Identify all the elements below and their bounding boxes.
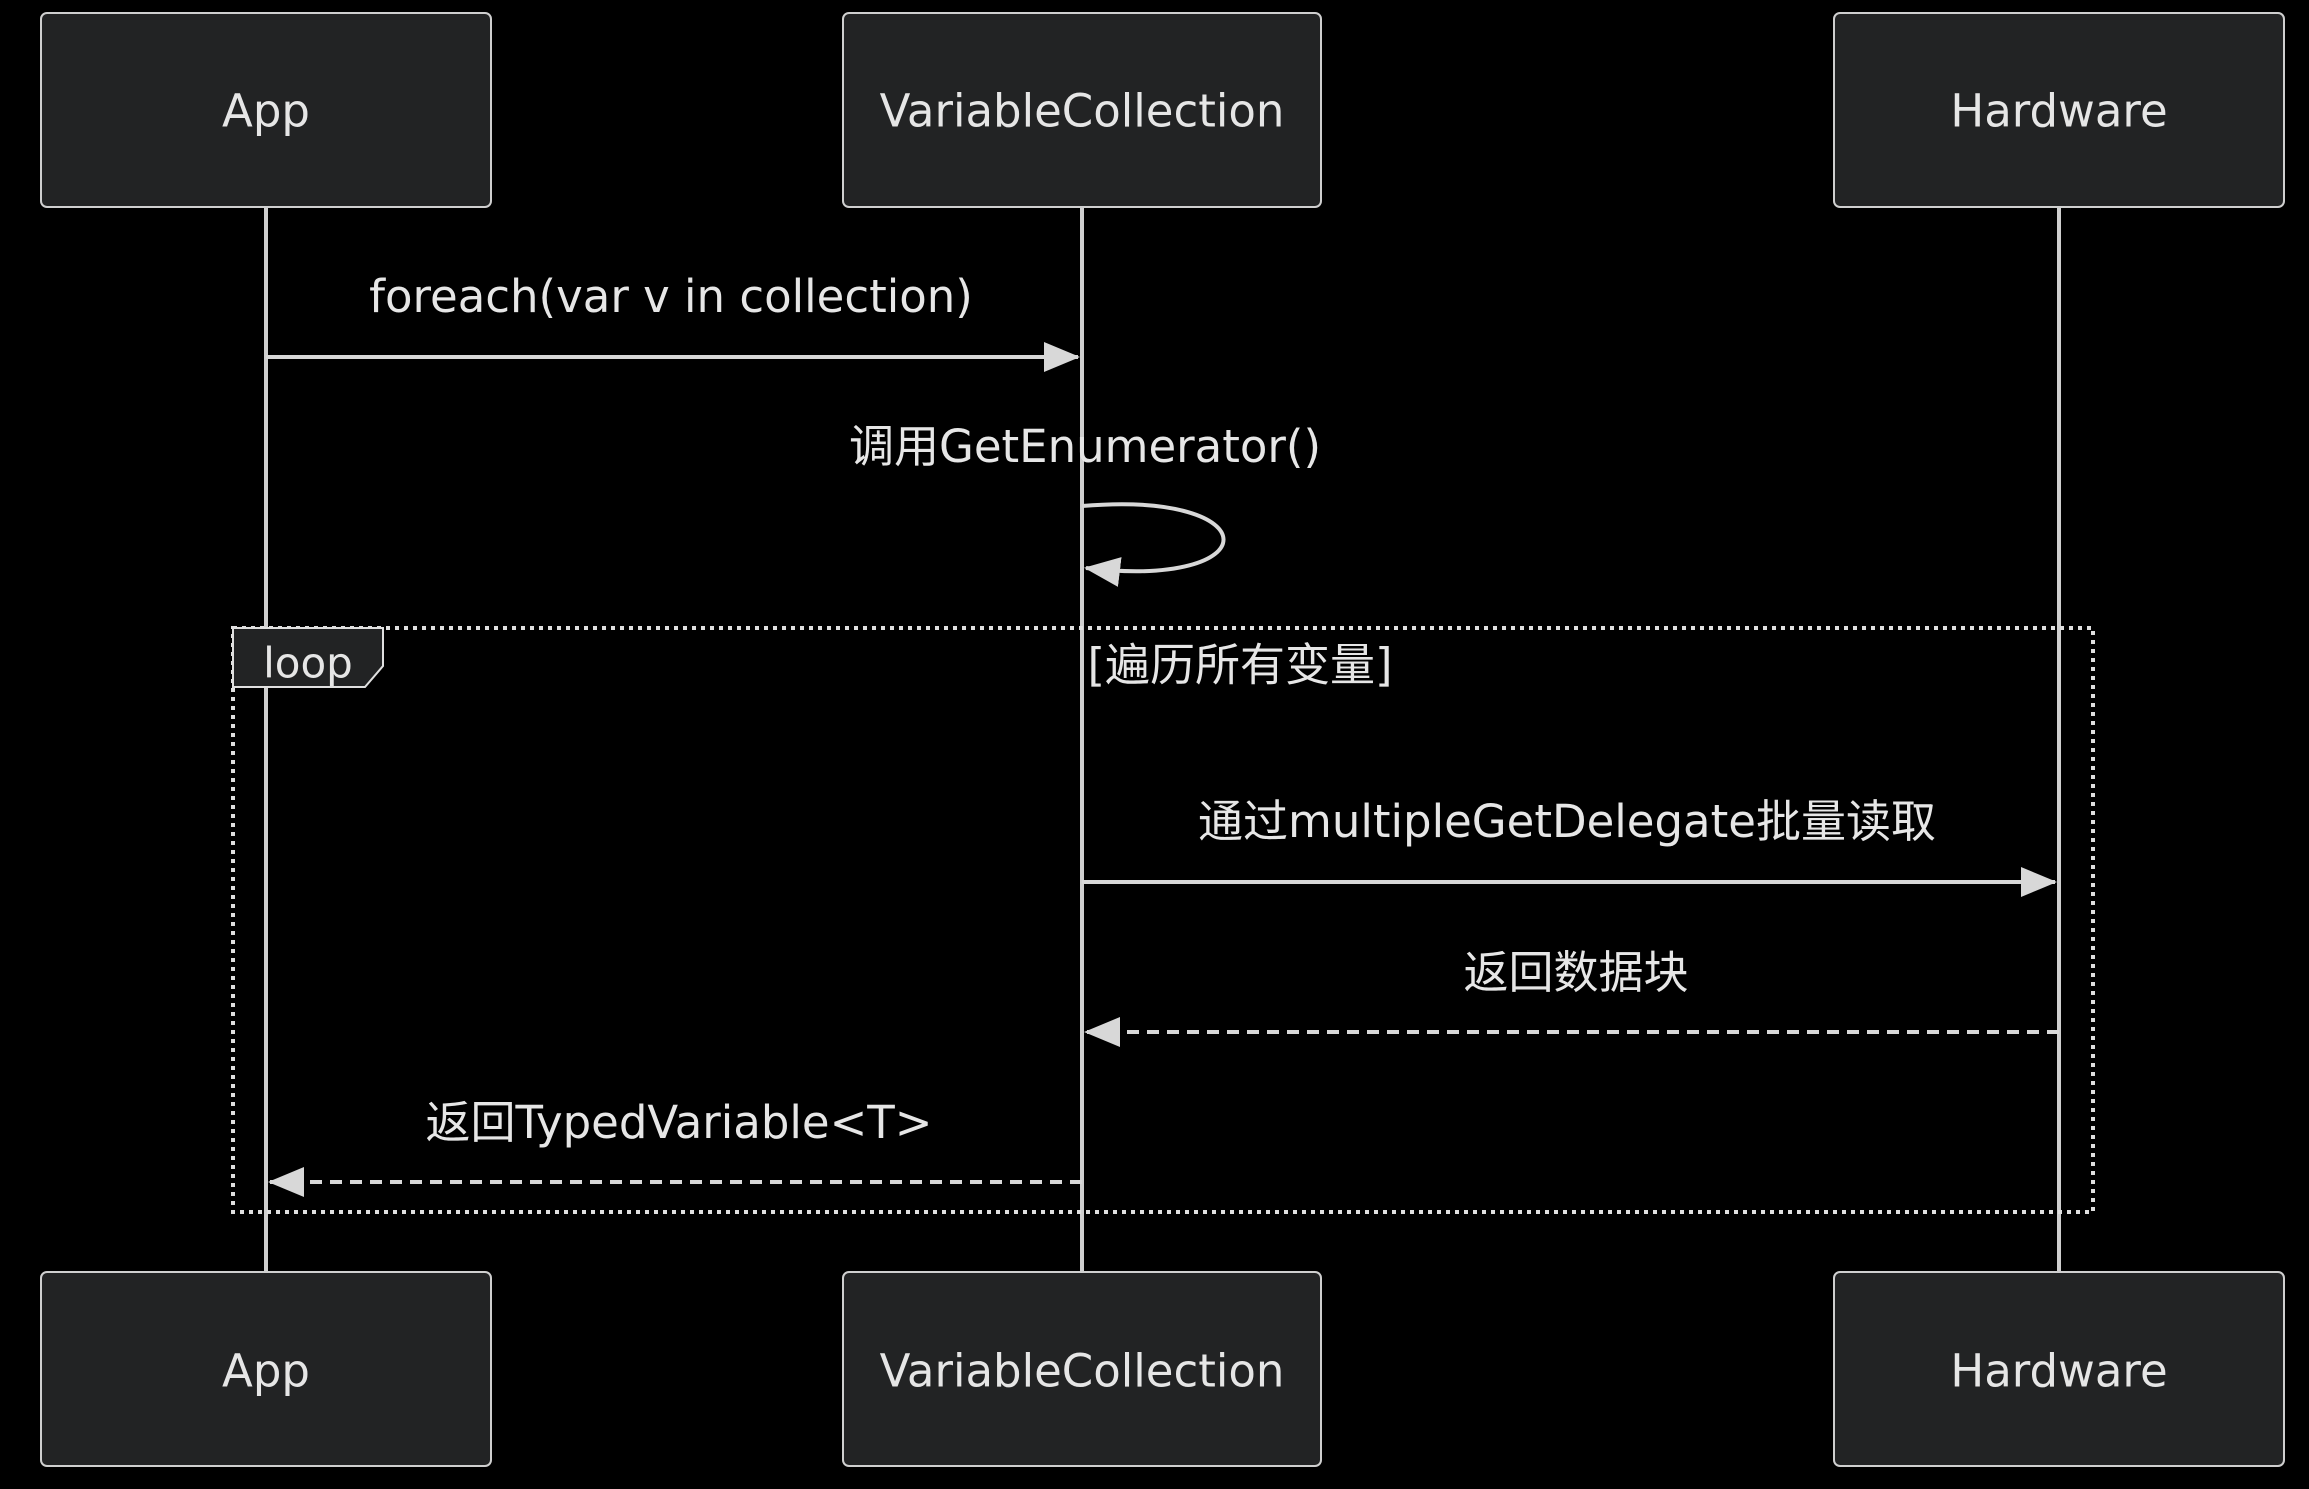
actor-label: VariableCollection [880,1345,1285,1398]
message-return-block: 返回数据块 [1084,946,2059,1047]
actor-variablecollection-top: VariableCollection [842,12,1322,208]
message-label: 通过multipleGetDelegate批量读取 [1198,795,1936,848]
actor-hardware-top: Hardware [1833,12,2285,208]
loop-condition: [遍历所有变量] [1087,639,1392,692]
message-label: 返回数据块 [1463,946,1688,999]
actor-app-top: App [40,12,492,208]
actor-label: Hardware [1950,85,2167,138]
loop-tab [232,627,384,688]
message-label: 返回TypedVariable<T> [425,1096,932,1149]
loop-frame: loop [遍历所有变量] [231,626,2095,1214]
message-label: foreach(var v in collection) [369,270,973,323]
actor-label: App [222,85,310,138]
message-return-typed-variable: 返回TypedVariable<T> [268,1096,1082,1197]
actor-label: Hardware [1950,1345,2167,1398]
loop-label: loop [263,639,353,688]
actor-label: App [222,1345,310,1398]
message-label: 调用GetEnumerator() [849,420,1321,473]
actor-app-bottom: App [40,1271,492,1467]
actor-variablecollection-bottom: VariableCollection [842,1271,1322,1467]
actor-hardware-bottom: Hardware [1833,1271,2285,1467]
actor-label: VariableCollection [880,85,1285,138]
message-foreach: foreach(var v in collection) [266,270,1080,372]
message-batch-read: 通过multipleGetDelegate批量读取 [1082,795,2057,897]
message-get-enumerator: 调用GetEnumerator() [849,420,1321,587]
